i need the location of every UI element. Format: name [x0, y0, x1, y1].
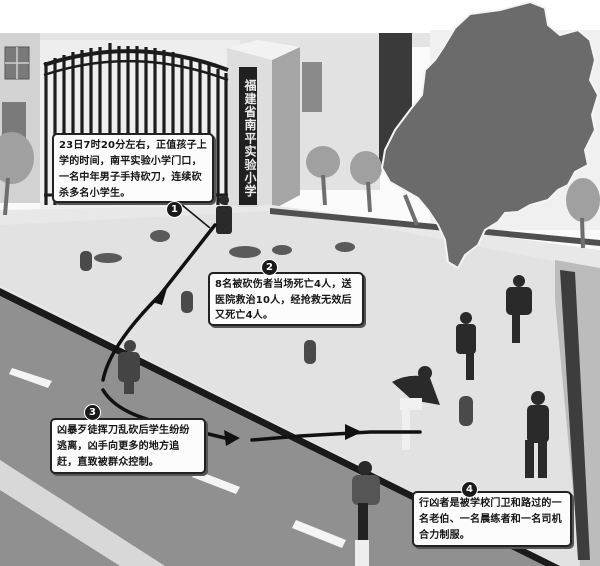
callout-4: 行凶者是被学校门卫和路过的一名老伯、一名晨练者和一名司机合力制服。: [412, 491, 572, 547]
callout-4-number-badge: 4: [461, 481, 478, 498]
callout-2-text: 8名被砍伤者当场死亡4人，送医院救治10人，经抢救无效后又死亡4人。: [215, 279, 352, 321]
callout-1-number-badge: 1: [166, 201, 183, 218]
restraining-figures: [352, 275, 549, 566]
callout-4-text: 行凶者是被学校门卫和路过的一名老伯、一名晨练者和一名司机合力制服。: [419, 498, 562, 541]
callout-2-number-badge: 2: [261, 259, 278, 276]
fallen-victims: [94, 230, 355, 263]
school-name-sign: 福建省南平实验小学: [237, 65, 259, 207]
callout-1-text: 23日7时20分左右，正值孩子上学的时间，南平实验小学门口，一名中年男子手持砍刀…: [59, 140, 207, 199]
callout-2: 8名被砍伤者当场死亡4人，送医院救治10人，经抢救无效后又死亡4人。: [208, 272, 364, 326]
callout-1: 23日7时20分左右，正值孩子上学的时间，南平实验小学门口，一名中年男子手持砍刀…: [52, 133, 214, 203]
callout-3-text: 凶暴歹徒挥刀乱砍后学生纷纷逃离，凶手向更多的地方追赶，直致被群众控制。: [57, 425, 190, 468]
attacker-figure-3: [118, 340, 140, 394]
callout-3: 凶暴歹徒挥刀乱砍后学生纷纷逃离，凶手向更多的地方追赶，直致被群众控制。: [50, 418, 206, 474]
attacker-figure-1: [216, 195, 232, 234]
callout-3-number-badge: 3: [84, 404, 101, 421]
